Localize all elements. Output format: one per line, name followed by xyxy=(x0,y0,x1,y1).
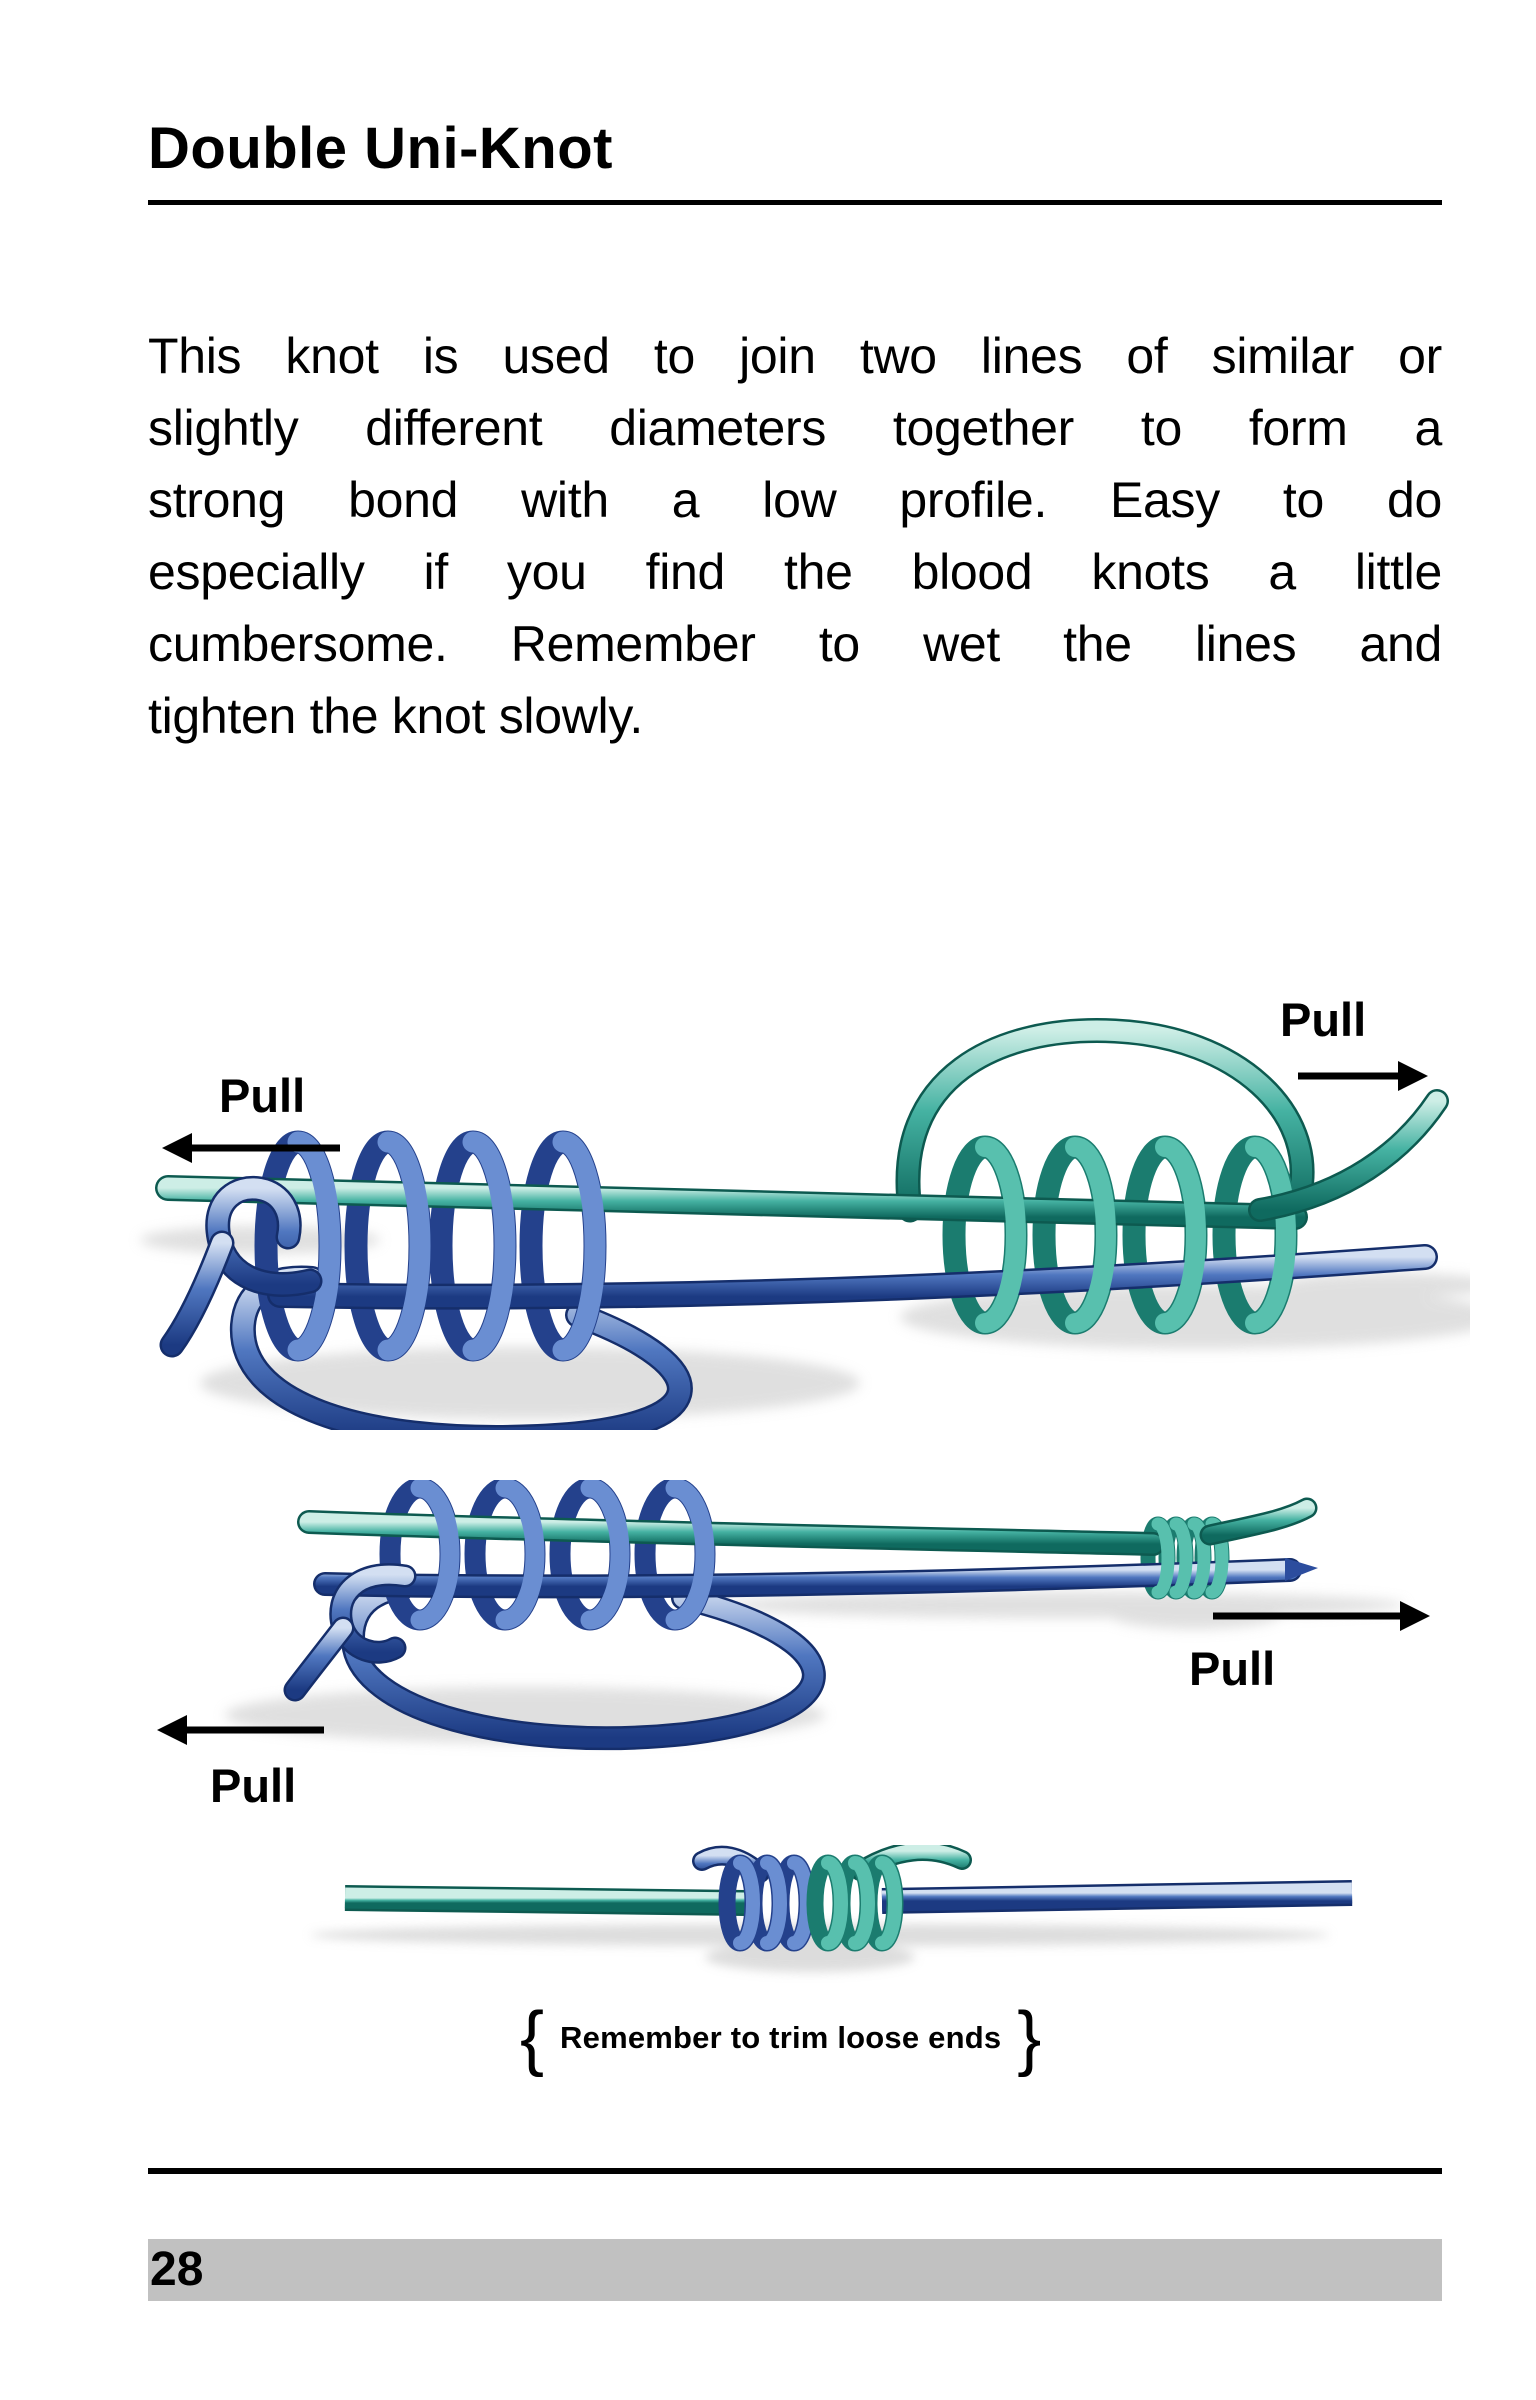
pull-label-step2-left: Pull xyxy=(210,1759,297,1812)
body-paragraph: This knot is used to join two lines of s… xyxy=(148,320,1442,752)
title-rule xyxy=(148,200,1442,205)
page-number-bar: 28 xyxy=(148,2239,1442,2301)
page-number: 28 xyxy=(150,2243,204,2296)
pull-right-arrow-icon xyxy=(1213,1601,1430,1631)
body-line: slightly different diameters together to… xyxy=(148,400,1442,456)
footer-rule xyxy=(148,2168,1442,2174)
pull-label-step1-right: Pull xyxy=(1280,993,1367,1046)
page-title: Double Uni-Knot xyxy=(148,116,613,181)
blue-line-tip xyxy=(1285,1558,1318,1581)
pull-left-arrow-icon xyxy=(157,1715,324,1745)
pull-left-arrow-icon xyxy=(162,1133,340,1163)
caption-text: Remember to trim loose ends xyxy=(560,2020,1002,2055)
knot-step1-illustration xyxy=(140,1018,1470,1430)
pull-right-arrow-icon xyxy=(1298,1061,1428,1091)
body-line: This knot is used to join two lines of s… xyxy=(148,328,1442,384)
open-brace: { xyxy=(520,1998,545,2078)
pull-label-step2-right: Pull xyxy=(1189,1642,1276,1695)
trim-caption: { Remember to trim loose ends } xyxy=(520,2000,1041,2076)
body-line: tighten the knot slowly. xyxy=(148,688,643,744)
close-brace: } xyxy=(1017,1998,1042,2078)
pull-label-step1-left: Pull xyxy=(219,1069,306,1122)
body-line: strong bond with a low profile. Easy to … xyxy=(148,472,1442,528)
knot-step3-illustration xyxy=(310,1845,1353,1972)
body-line: cumbersome. Remember to wet the lines an… xyxy=(148,616,1442,672)
body-line: especially if you find the blood knots a… xyxy=(148,544,1442,600)
knot-step2-illustration xyxy=(157,1480,1430,1751)
